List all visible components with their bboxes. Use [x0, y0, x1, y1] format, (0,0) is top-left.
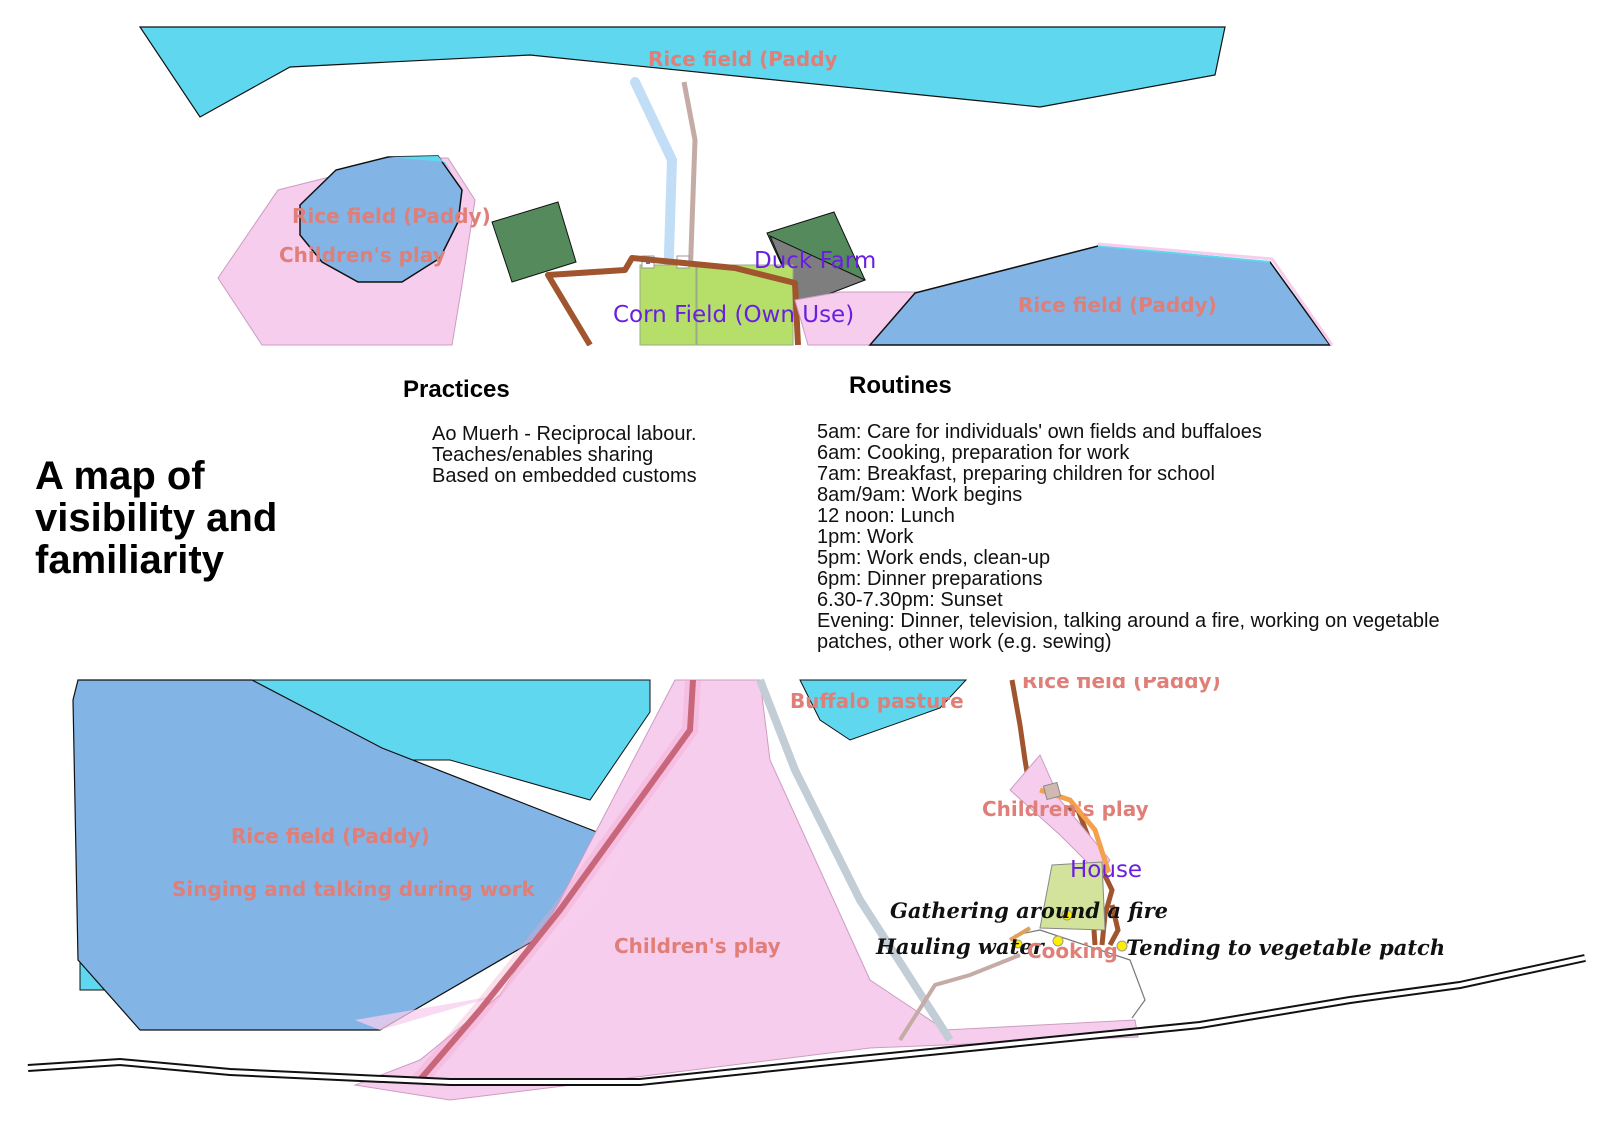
routines-list: 5am: Care for individuals' own fields an… — [817, 422, 1497, 653]
routine-line: Evening: Dinner, television, talking aro… — [817, 610, 1440, 632]
routine-line: 12 noon: Lunch — [817, 505, 955, 527]
road-inner — [27, 956, 1586, 1084]
rice-field-right-cyan-edge — [1097, 245, 1271, 263]
label-rice-field-left: Rice field (Paddy) — [292, 204, 491, 228]
label-childrens-play-right: Children's play — [982, 797, 1149, 821]
practices-heading: Practices — [403, 376, 510, 403]
label-hauling: Hauling water — [875, 934, 1046, 959]
practice-line: Teaches/enables sharing — [432, 444, 654, 466]
rice-field-left[interactable] — [299, 155, 463, 283]
info-panel — [0, 346, 1600, 677]
thin-path-house — [1014, 929, 1146, 1019]
label-house: House — [1070, 857, 1142, 883]
label-buffalo-pasture: Buffalo pasture — [790, 689, 964, 713]
rice-field-top[interactable] — [138, 26, 1226, 118]
label-rice-field-top: Rice field (Paddy — [648, 47, 838, 71]
routine-line: 6am: Cooking, preparation for work — [817, 442, 1130, 464]
trail-red-pink-halo — [411, 679, 701, 1088]
rice-field-right-pink-edge — [1097, 242, 1334, 346]
label-childrens-play-top: Children's play — [279, 243, 446, 267]
routines-heading: Routines — [849, 372, 952, 399]
bottom-map-section: Rice field (Paddy) Buffalo pasture Child… — [27, 669, 1586, 1101]
label-duck-farm: Duck Farm — [754, 248, 876, 274]
label-childrens-play-bottom: Children's play — [614, 934, 781, 958]
label-rice-field-right: Rice field (Paddy) — [1018, 293, 1217, 317]
grey-path — [756, 678, 954, 1043]
routine-line: 6pm: Dinner preparations — [817, 568, 1043, 590]
practice-line: Ao Muerh - Reciprocal labour. — [432, 423, 697, 445]
label-gathering: Gathering around a fire — [890, 898, 1168, 923]
trail-top — [545, 255, 801, 347]
trail-red — [415, 679, 696, 1084]
routine-line: 8am/9am: Work begins — [817, 484, 1023, 506]
label-tending: Tending to vegetable patch — [1126, 935, 1445, 960]
buffalo-pasture[interactable] — [799, 679, 968, 741]
corn-field-left[interactable] — [639, 264, 697, 346]
orange-hauling-path — [1008, 926, 1032, 942]
label-cooking: Cooking — [1027, 939, 1118, 963]
routine-line: 1pm: Work — [817, 526, 914, 548]
stream — [630, 77, 678, 290]
activity-dot-tending[interactable] — [1116, 940, 1128, 952]
activity-dot-cooking[interactable] — [1052, 935, 1064, 947]
rice-field-right[interactable] — [868, 245, 1332, 346]
map-title: A map of visibility and familiarity — [35, 454, 278, 582]
routine-line: 6.30-7.30pm: Sunset — [817, 589, 1003, 611]
childrens-play-area-house[interactable] — [1009, 754, 1111, 876]
routine-line: 5am: Care for individuals' own fields an… — [817, 421, 1262, 443]
house-small-box — [1042, 781, 1062, 801]
label-singing: Singing and talking during work — [172, 877, 536, 901]
house[interactable] — [1039, 861, 1106, 931]
activity-dot-gathering[interactable] — [1061, 909, 1073, 921]
routine-line: 5pm: Work ends, clean-up — [817, 547, 1051, 569]
rice-field-left-cyan-edge — [388, 156, 452, 172]
footpath-top — [681, 81, 698, 281]
forest-plot-left[interactable] — [491, 201, 577, 283]
activity-dot-hauling[interactable] — [1013, 939, 1023, 949]
routine-line: 7am: Breakfast, preparing children for s… — [817, 463, 1215, 485]
routine-line: patches, other work (e.g. sewing) — [817, 631, 1112, 653]
practice-line: Based on embedded customs — [432, 465, 697, 487]
practices-list: Ao Muerh - Reciprocal labour. Teaches/en… — [432, 424, 697, 487]
top-map-section: Rice field (Paddy Rice field (Paddy) Chi… — [138, 26, 1334, 347]
path-to-road — [898, 953, 1021, 1042]
label-corn-field: Corn Field (Own Use) — [613, 302, 854, 328]
label-rice-field-bottom-left: Rice field (Paddy) — [231, 824, 430, 848]
rice-field-bottom-left[interactable] — [72, 679, 631, 1031]
